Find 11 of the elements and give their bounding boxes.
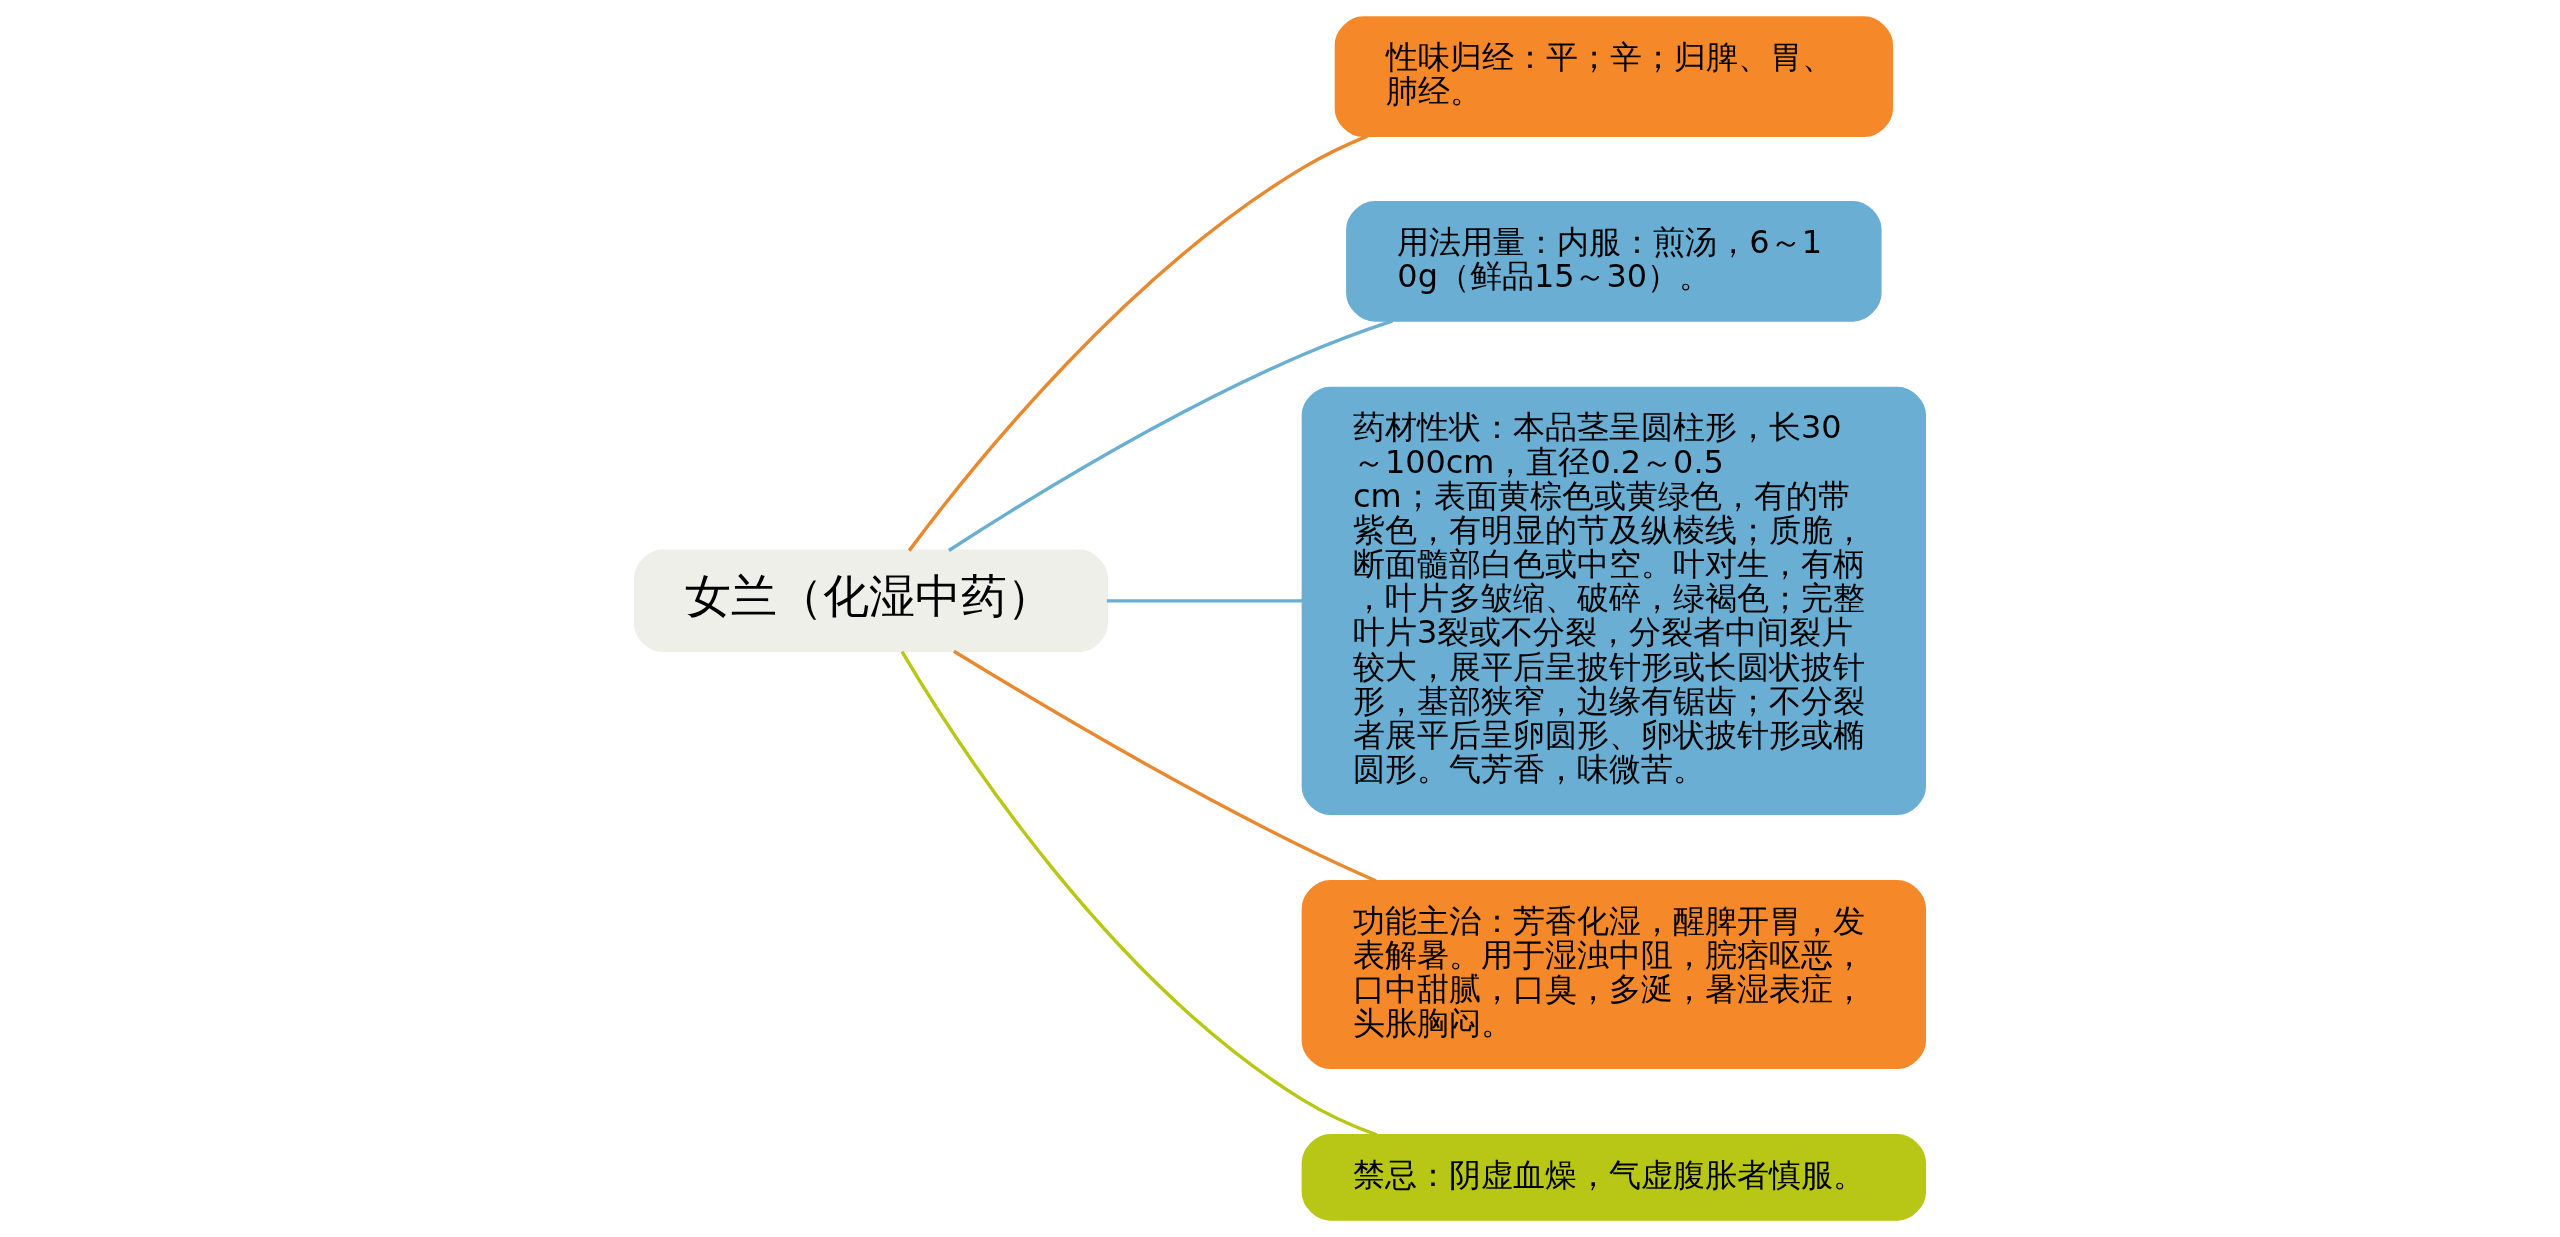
connector [947, 319, 1394, 552]
node-box: 功能主治：芳香化湿，醒脾开胃，发表解暑。用于湿浊中阻，脘痞呕恶，口中甜腻，口臭，多涎，暑湿表症，头胀胸闷。 [1301, 880, 1927, 1070]
node-box: 禁忌：阴虚血燥，气虚腹胀者慎服。 [1301, 1134, 1927, 1221]
node-box: 女兰（化湿中药） [633, 549, 1108, 653]
connector [900, 650, 1378, 1137]
node-box: 性味归经：平；辛；归脾、胃、肺经。 [1334, 16, 1893, 138]
connector [1106, 599, 1303, 603]
node-box: 药材性状：本品茎呈圆柱形，长30～100cm，直径0.2～0.5cm；表面黄棕色或黄绿色，有的带紫色，有明显的节及纵棱线；质脆，断面髓部白色或中空。叶对生，有柄，叶片多皱缩、破碎，绿褐色；完整叶片3裂或不分裂，分裂者中间裂片较大，展平后呈披针形或长圆状披针形，基部狭窄，边缘有锯齿；不分裂者展平后呈卵圆形、卵状披针形或椭圆形。气芳香，味微苦。 [1301, 386, 1927, 816]
connector [953, 649, 1377, 883]
connector [907, 134, 1368, 552]
node-box: 用法用量：内服：煎汤，6～10g（鲜品15～30）。 [1346, 200, 1882, 322]
